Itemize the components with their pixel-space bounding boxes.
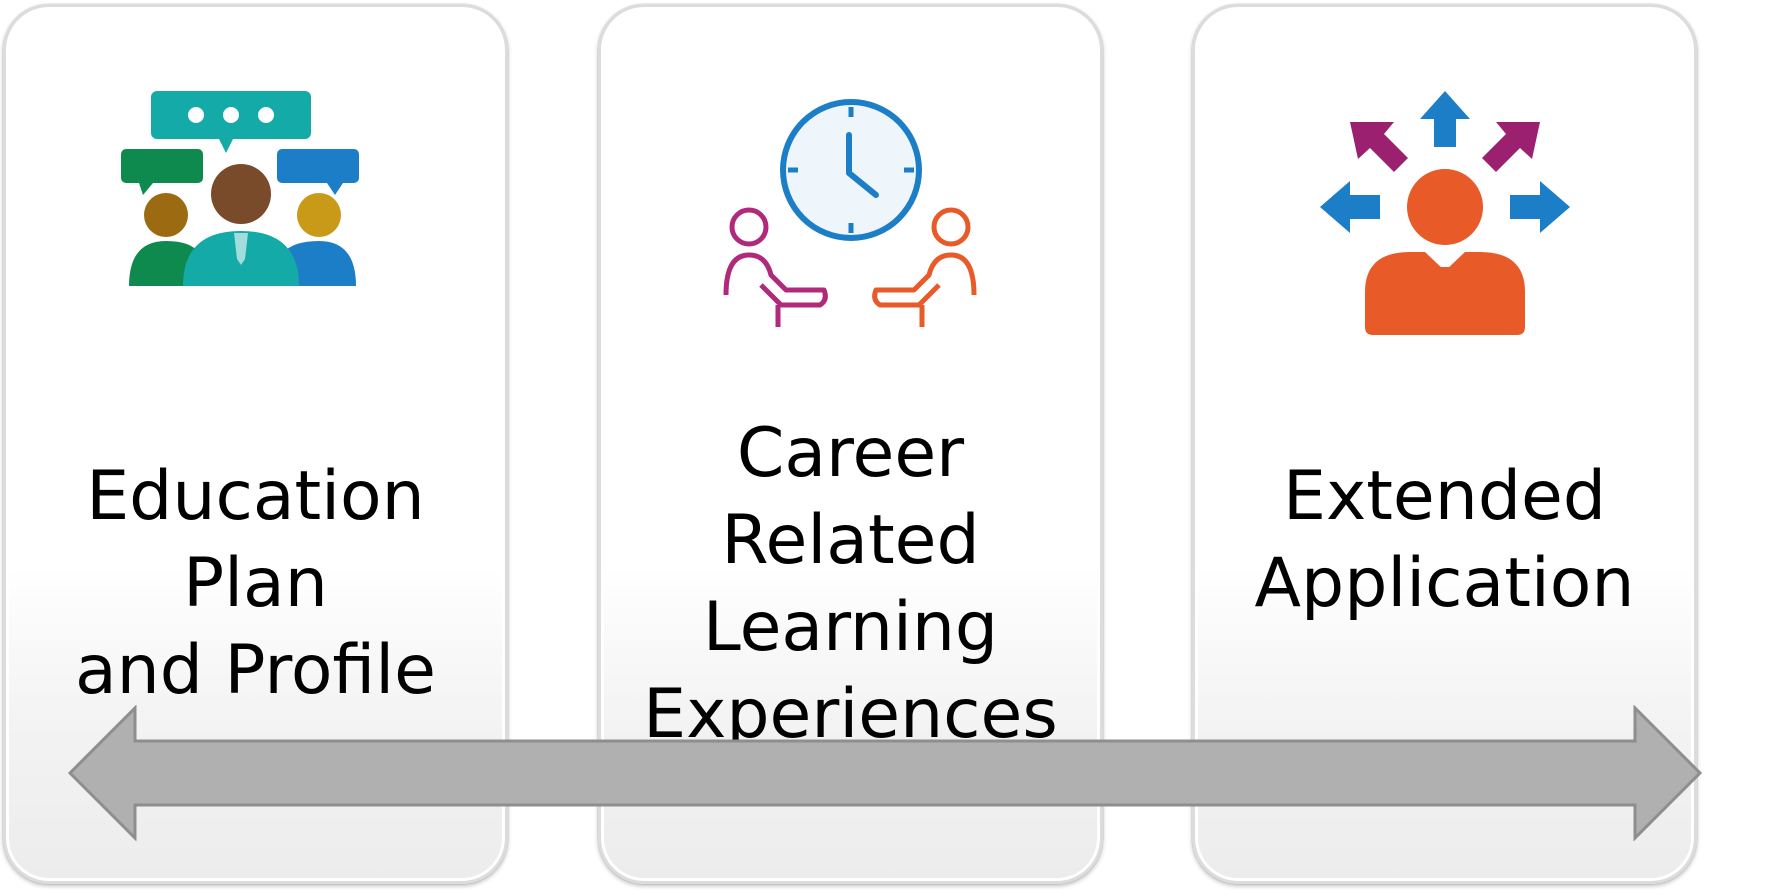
card-title: Education Plan and Profile bbox=[75, 457, 436, 710]
card-title: Extended Application bbox=[1254, 457, 1635, 623]
double-headed-arrow-icon bbox=[68, 705, 1703, 841]
card-extended-application: Extended Application bbox=[1192, 4, 1697, 884]
clock-meeting-icon bbox=[723, 99, 976, 327]
people-discussion-icon bbox=[120, 91, 359, 286]
card-education-plan: Education Plan and Profile bbox=[3, 4, 508, 884]
person-options-icon bbox=[1319, 91, 1570, 335]
